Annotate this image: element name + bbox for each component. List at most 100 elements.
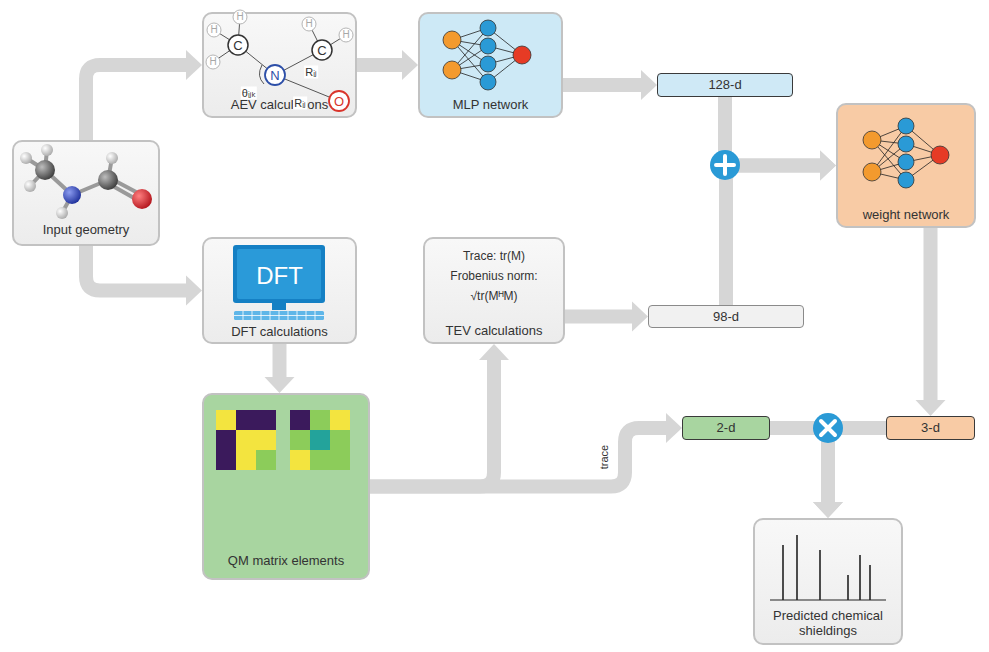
multiply-symbol bbox=[813, 413, 843, 443]
spectrum-icon bbox=[783, 535, 870, 600]
node-label: DFT calculations bbox=[231, 324, 328, 339]
node-label: TEV calculations bbox=[446, 323, 543, 338]
node-label: √tr(MᴴM) bbox=[470, 289, 517, 304]
matrix-heatmaps bbox=[236, 450, 256, 470]
feature-vector: 3-d bbox=[886, 416, 975, 440]
flow-arrow bbox=[565, 302, 648, 332]
feature-vector: 128-d bbox=[657, 73, 793, 97]
flow-arrow bbox=[402, 50, 418, 80]
mlp-network-icon bbox=[443, 20, 531, 90]
atom-label: O bbox=[334, 95, 344, 108]
output-box: Predicted chemical shieldings bbox=[753, 518, 903, 645]
plus-symbol bbox=[710, 150, 740, 180]
spectrum-icon bbox=[770, 600, 886, 601]
computer-icon bbox=[234, 315, 324, 316]
aev-illustration bbox=[207, 23, 221, 37]
node-label: 2-d bbox=[717, 420, 736, 435]
aev-illustration bbox=[339, 28, 353, 42]
molecule-illustration bbox=[41, 144, 53, 156]
weight-network-icon bbox=[931, 146, 949, 164]
flow-arrow bbox=[186, 276, 202, 306]
geometry-label: Rᵢⱼ bbox=[304, 66, 318, 79]
molecule-illustration bbox=[132, 189, 152, 209]
aev-illustration bbox=[206, 10, 353, 69]
flow-arrow bbox=[725, 97, 820, 166]
flow-arrow bbox=[370, 360, 494, 487]
node-label: Trace: tr(M) bbox=[463, 249, 525, 264]
feature-vector: 2-d bbox=[682, 416, 770, 440]
computer-icon bbox=[234, 311, 324, 320]
matrix-heatmaps bbox=[216, 450, 236, 470]
atom-label: H bbox=[209, 57, 216, 67]
flow-arrow bbox=[370, 413, 682, 487]
spectrum-icon bbox=[770, 535, 886, 600]
node-label: Predicted chemical shieldings bbox=[764, 608, 892, 638]
molecule-illustration bbox=[35, 160, 55, 180]
aev-illustration bbox=[259, 65, 264, 84]
flow-arrow bbox=[666, 413, 682, 443]
flow-arrow bbox=[820, 151, 836, 181]
flow-arrow bbox=[357, 50, 418, 80]
matrix-heatmaps bbox=[330, 430, 350, 450]
node-label: QM matrix elements bbox=[228, 553, 344, 568]
molecule-illustration bbox=[24, 180, 36, 192]
computer-icon bbox=[233, 245, 325, 303]
flow-arrow bbox=[265, 377, 295, 393]
flow-arrow bbox=[563, 78, 641, 92]
node-label: MLP network bbox=[453, 97, 529, 112]
atom-label: H bbox=[305, 19, 312, 29]
flow-arrow bbox=[632, 302, 648, 332]
mlp-network-icon bbox=[480, 74, 496, 90]
weight-network-icon bbox=[863, 118, 949, 188]
weight-network-icon bbox=[898, 172, 914, 188]
mlp-network-icon bbox=[513, 46, 531, 64]
node-label: Frobenius norm: bbox=[450, 269, 537, 284]
geometry-label: θᵢⱼₖ bbox=[241, 87, 257, 100]
molecule-illustration bbox=[20, 144, 152, 219]
mlp-network-icon bbox=[443, 31, 461, 49]
weight-network-icon bbox=[898, 136, 914, 152]
matrix-heatmaps bbox=[216, 410, 350, 470]
molecule-illustration bbox=[26, 150, 141, 213]
node-label: weight network bbox=[863, 207, 950, 222]
aev-illustration bbox=[312, 40, 332, 60]
computer-icon bbox=[237, 249, 321, 299]
atom-label: H bbox=[236, 12, 243, 22]
flow-arrow bbox=[726, 166, 820, 306]
atom-label: H bbox=[342, 30, 349, 40]
weight-network-icon bbox=[863, 118, 949, 188]
flow-arrow bbox=[916, 228, 946, 416]
aev-illustration bbox=[213, 17, 346, 101]
node-label: Input geometry bbox=[43, 222, 130, 237]
flow-arrow bbox=[86, 50, 202, 140]
matrix-heatmaps bbox=[256, 410, 276, 430]
matrix-heatmaps bbox=[256, 430, 276, 450]
flow-arrow bbox=[86, 246, 202, 306]
flow-arrow bbox=[370, 428, 666, 487]
computer-icon bbox=[233, 245, 325, 320]
flow-arrow bbox=[563, 70, 657, 100]
matrix-heatmaps bbox=[216, 410, 236, 430]
matrix-heatmaps bbox=[256, 450, 276, 470]
flow-arrow bbox=[813, 502, 843, 518]
molecule-illustration bbox=[63, 186, 81, 204]
computer-icon bbox=[234, 311, 324, 320]
feature-vector: 98-d bbox=[648, 305, 804, 328]
flow-arrow bbox=[186, 50, 202, 80]
flow-arrow bbox=[265, 344, 295, 393]
node-label: 3-d bbox=[921, 420, 940, 435]
matrix-heatmaps bbox=[236, 430, 256, 450]
flow-arrow bbox=[479, 344, 509, 360]
matrix-heatmaps bbox=[236, 410, 256, 430]
aev-illustration bbox=[329, 91, 349, 111]
aev-illustration bbox=[302, 17, 316, 31]
aev-illustration bbox=[206, 10, 353, 111]
node-label: 128-d bbox=[708, 77, 741, 92]
molecule-illustration bbox=[56, 207, 68, 219]
molecule-illustration bbox=[106, 152, 118, 164]
multiply-symbol bbox=[813, 413, 843, 443]
mlp-network-icon bbox=[443, 20, 531, 90]
flow-arrow bbox=[273, 344, 287, 377]
atom-label: C bbox=[233, 39, 242, 52]
matrix-heatmaps bbox=[216, 430, 236, 450]
